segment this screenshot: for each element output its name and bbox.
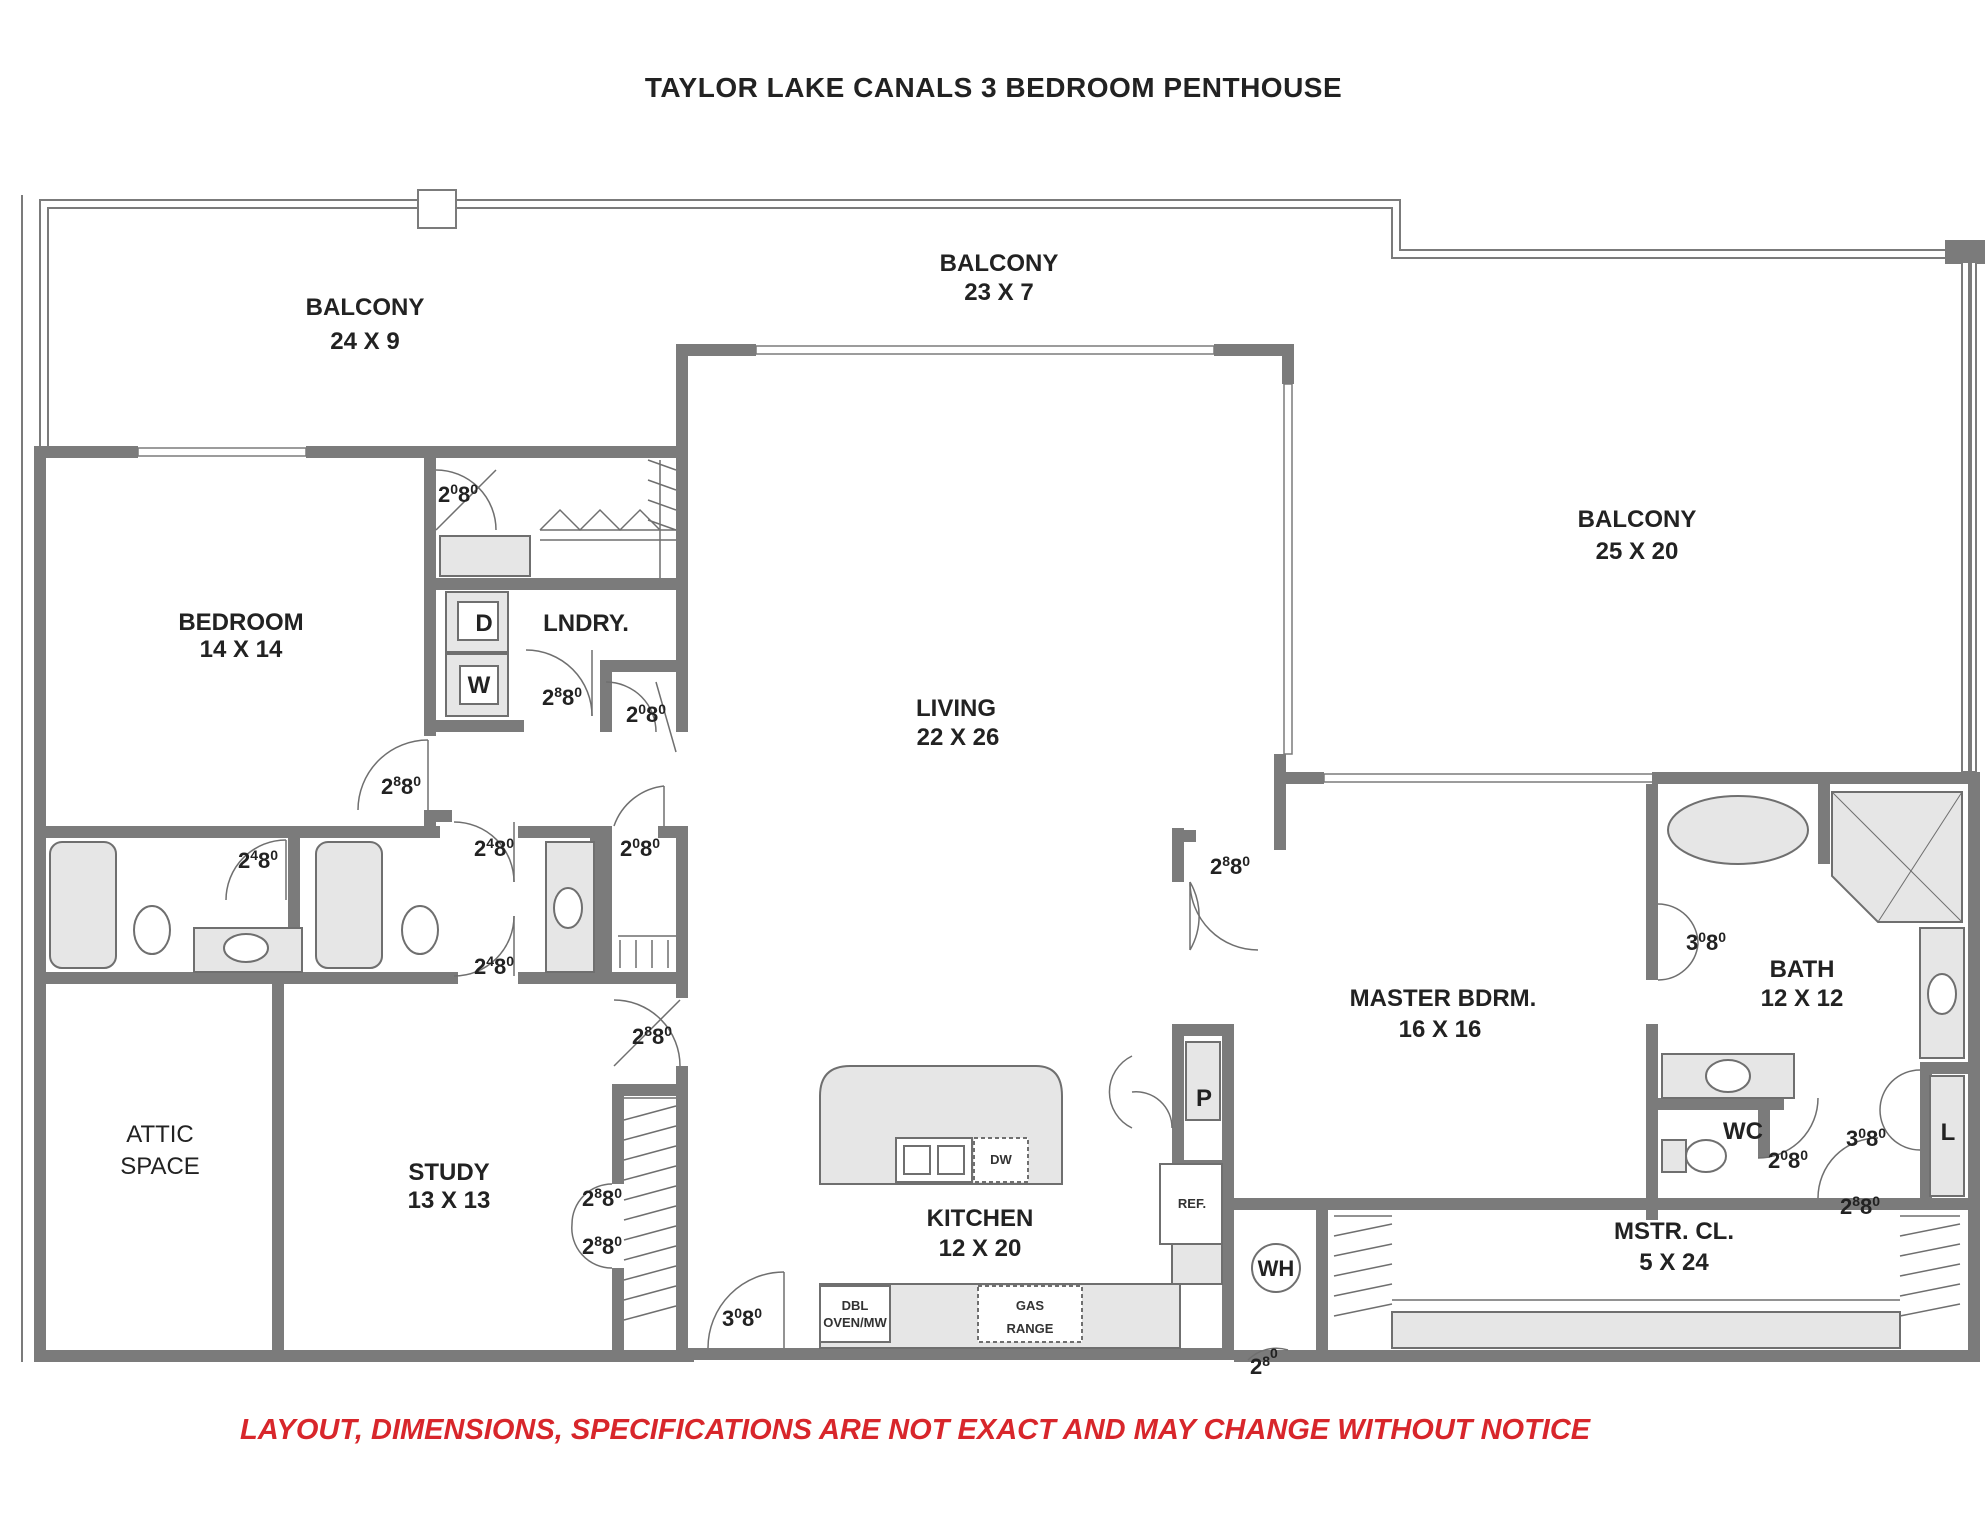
washer-label: W xyxy=(468,672,491,699)
door-size: 2080 xyxy=(626,701,666,727)
refrigerator-label: REF. xyxy=(1178,1196,1206,1211)
pantry-label: P xyxy=(1196,1085,1212,1112)
study-name: STUDY xyxy=(408,1159,489,1186)
fixtures xyxy=(49,535,1965,1349)
balcony-railing xyxy=(21,189,1985,1362)
door-size: 3080 xyxy=(1686,929,1726,955)
closet-hatching xyxy=(539,459,1961,1321)
master-bedroom-size: 16 X 16 xyxy=(1399,1016,1482,1043)
living-size: 22 X 26 xyxy=(917,724,1000,751)
fixture-labels: D W P L WH REF. DW DBL OVEN/MW GAS RANGE xyxy=(468,610,1956,1336)
balcony-west-name: BALCONY xyxy=(306,294,425,321)
attic-line1: ATTIC xyxy=(126,1121,194,1148)
bedroom-size: 14 X 14 xyxy=(200,636,283,663)
linen-label: L xyxy=(1941,1119,1956,1146)
door-size-labels: 2080 2880 2080 2880 2480 2480 2080 2480 … xyxy=(238,481,1886,1379)
door-size: 2480 xyxy=(474,953,514,979)
range-label-1: GAS xyxy=(1016,1298,1045,1313)
balcony-north-name: BALCONY xyxy=(940,250,1059,277)
door-size: 3080 xyxy=(722,1305,762,1331)
living-name: LIVING xyxy=(916,695,996,722)
door-size: 2080 xyxy=(1768,1147,1808,1173)
door-size: 2880 xyxy=(582,1185,622,1211)
wc-name: WC xyxy=(1723,1118,1763,1145)
master-closet-size: 5 X 24 xyxy=(1639,1249,1709,1276)
bath-name: BATH xyxy=(1770,956,1835,983)
laundry-name: LNDRY. xyxy=(543,610,629,637)
balcony-east-size: 25 X 20 xyxy=(1596,538,1679,565)
dishwasher-label: DW xyxy=(990,1152,1012,1167)
balcony-north-size: 23 X 7 xyxy=(964,279,1033,306)
kitchen-size: 12 X 20 xyxy=(939,1235,1022,1262)
door-size: 2880 xyxy=(381,773,421,799)
kitchen-name: KITCHEN xyxy=(927,1205,1034,1232)
room-labels: BALCONY 24 X 9 BALCONY 23 X 7 BALCONY 25… xyxy=(120,250,1843,1276)
bedroom-name: BEDROOM xyxy=(178,609,303,636)
walls xyxy=(34,344,1980,1362)
door-swings xyxy=(225,469,1921,1361)
bath-size: 12 X 12 xyxy=(1761,985,1844,1012)
door-size: 2080 xyxy=(620,835,660,861)
door-size: 2080 xyxy=(438,481,478,507)
plan-title: TAYLOR LAKE CANALS 3 BEDROOM PENTHOUSE xyxy=(644,72,1343,103)
door-size: 2880 xyxy=(632,1023,672,1049)
door-size: 2480 xyxy=(474,835,514,861)
water-heater-label: WH xyxy=(1258,1256,1295,1281)
door-size: 2880 xyxy=(582,1233,622,1259)
attic-line2: SPACE xyxy=(120,1153,200,1180)
door-size: 280 xyxy=(1250,1345,1278,1379)
study-size: 13 X 13 xyxy=(408,1187,491,1214)
oven-label-1: DBL xyxy=(842,1298,869,1313)
disclaimer: LAYOUT, DIMENSIONS, SPECIFICATIONS ARE N… xyxy=(240,1414,1591,1446)
master-bedroom-name: MASTER BDRM. xyxy=(1350,985,1537,1012)
range-label-2: RANGE xyxy=(1007,1321,1054,1336)
door-size: 2480 xyxy=(238,847,278,873)
dryer-label: D xyxy=(475,610,492,637)
door-size: 2880 xyxy=(542,684,582,710)
balcony-east-name: BALCONY xyxy=(1578,506,1697,533)
oven-label-2: OVEN/MW xyxy=(823,1315,887,1330)
balcony-west-size: 24 X 9 xyxy=(330,328,399,355)
door-size: 3080 xyxy=(1846,1125,1886,1151)
master-closet-name: MSTR. CL. xyxy=(1614,1218,1734,1245)
door-size: 2880 xyxy=(1210,853,1250,879)
door-size: 2880 xyxy=(1840,1193,1880,1219)
